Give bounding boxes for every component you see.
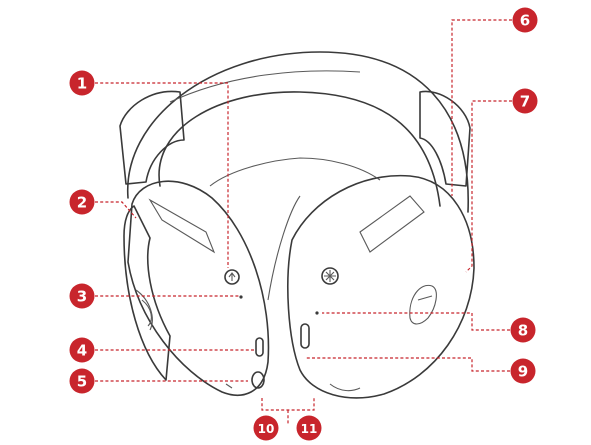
- callout-6-label: 6: [520, 12, 530, 30]
- callout-10-label: 10: [258, 422, 275, 436]
- callout-6: 6: [512, 7, 538, 33]
- callout-2: 2: [69, 189, 95, 215]
- callout-11: 11: [296, 415, 322, 441]
- callout-8-label: 8: [518, 322, 528, 340]
- callout-5: 5: [69, 368, 95, 394]
- callout-8: 8: [510, 317, 536, 343]
- leader-lines: [95, 19, 512, 424]
- callout-11-label: 11: [301, 422, 318, 436]
- callout-7-label: 7: [520, 93, 530, 111]
- callout-9-label: 9: [518, 363, 528, 381]
- callout-7: 7: [512, 88, 538, 114]
- left-ear-cup: [123, 180, 270, 396]
- callout-10: 10: [253, 415, 279, 441]
- callout-1: 1: [69, 70, 95, 96]
- callout-1-label: 1: [77, 75, 87, 93]
- headband-pad-left: [119, 90, 185, 185]
- callout-9: 9: [510, 358, 536, 384]
- headband: [127, 51, 469, 213]
- inner-frame: [209, 157, 381, 301]
- right-ear-cup: [287, 174, 475, 399]
- callout-4-label: 4: [77, 342, 87, 360]
- callout-2-label: 2: [77, 194, 87, 212]
- callout-3: 3: [69, 283, 95, 309]
- callout-3-label: 3: [77, 288, 87, 306]
- headband-pad-right: [419, 90, 471, 187]
- callout-4: 4: [69, 337, 95, 363]
- callout-5-label: 5: [77, 373, 87, 391]
- callout-badges: 1 2 3 4 5 6 7 8: [69, 7, 538, 441]
